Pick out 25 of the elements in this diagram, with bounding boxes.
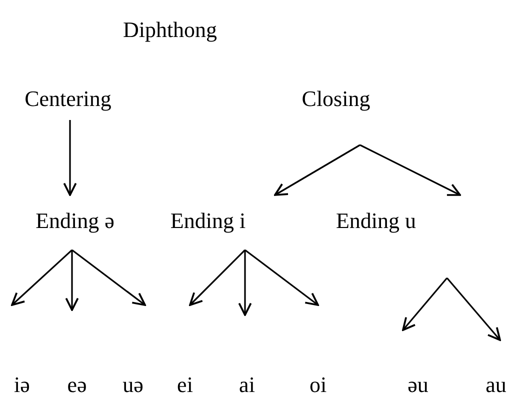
node-label: iə xyxy=(14,372,30,398)
node-label: Ending u xyxy=(336,208,416,234)
node-label: Centering xyxy=(24,86,112,112)
arrow xyxy=(72,249,146,306)
arrow xyxy=(244,249,319,306)
arrow xyxy=(11,249,73,306)
arrow xyxy=(189,249,246,306)
node-label: au xyxy=(486,372,506,398)
node-label: Ending i xyxy=(170,208,246,234)
node-label: ai xyxy=(239,372,255,398)
node-label: əu xyxy=(408,372,428,398)
arrow xyxy=(63,120,77,196)
arrow xyxy=(402,277,448,331)
arrow xyxy=(446,277,501,341)
arrow xyxy=(274,144,360,196)
node-label: uə xyxy=(122,372,144,398)
arrow xyxy=(360,144,461,196)
arrow xyxy=(65,250,79,311)
node-label: ei xyxy=(177,372,193,398)
node-label: oi xyxy=(309,372,327,398)
node-label: Ending ə xyxy=(36,208,114,234)
node-label: eə xyxy=(67,372,87,398)
node-label: Closing xyxy=(302,86,370,112)
node-label: Diphthong xyxy=(122,17,218,43)
arrow xyxy=(238,250,252,316)
